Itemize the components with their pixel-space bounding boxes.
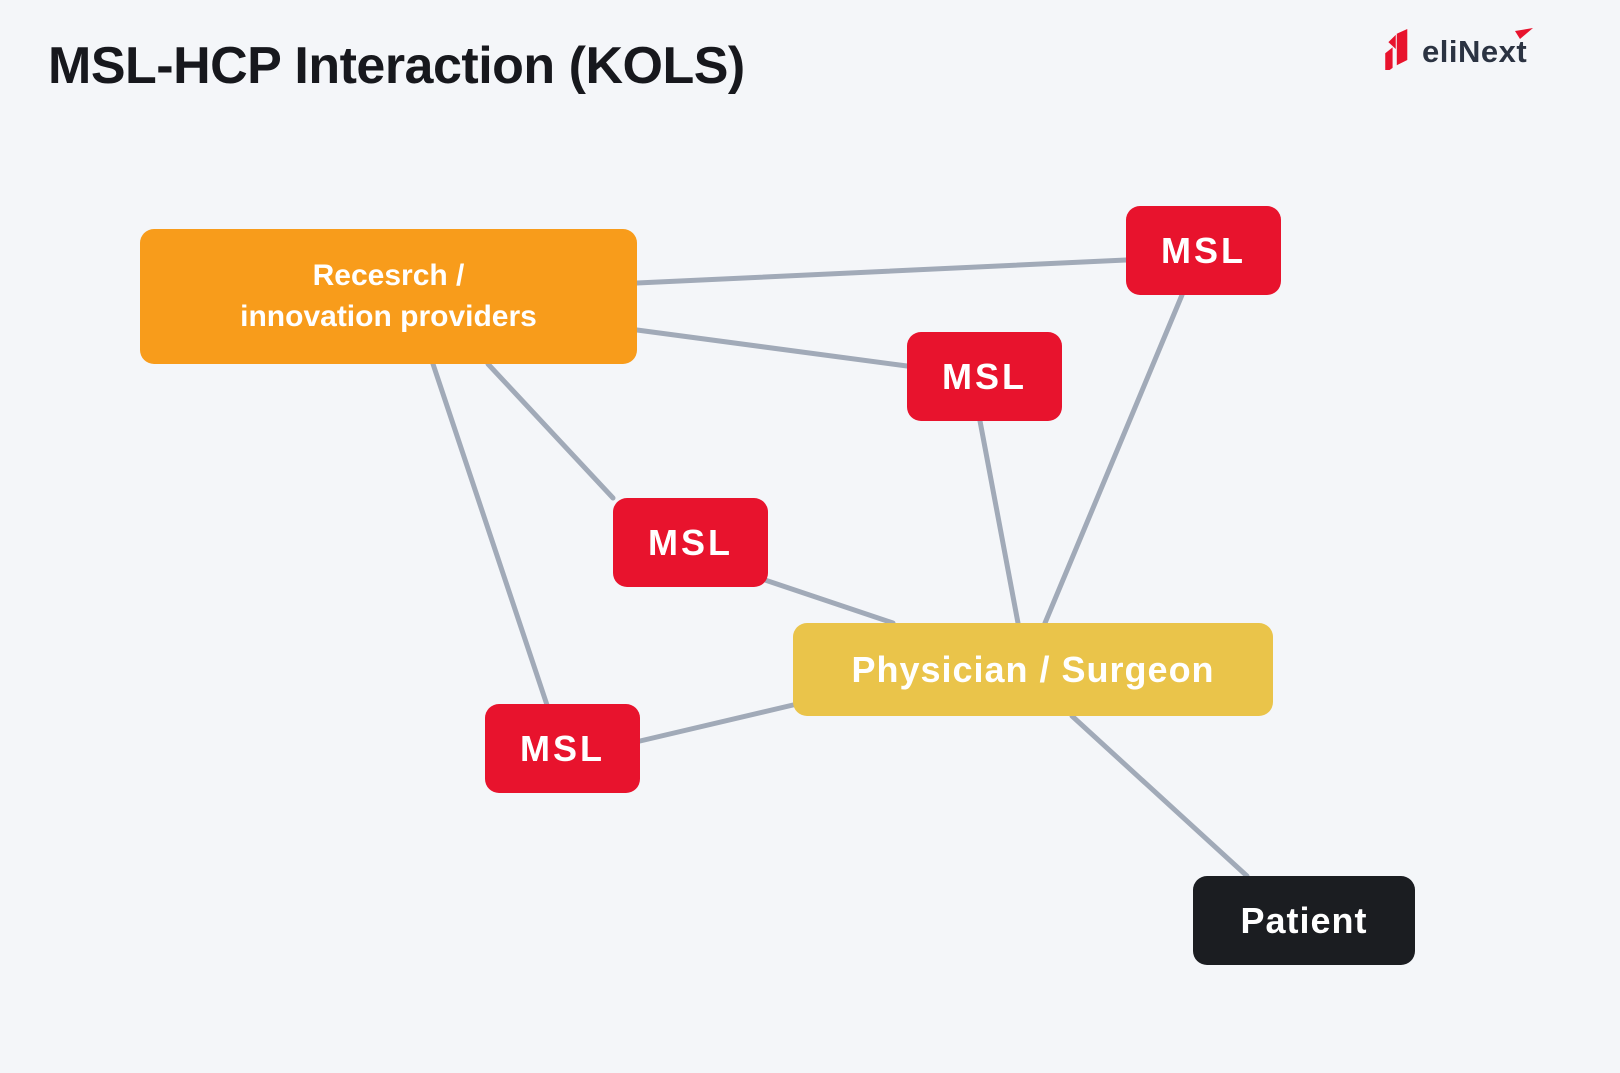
node-research-innovation-providers: Recesrch / innovation providers — [140, 229, 637, 364]
logo-accent-triangle-icon — [1515, 27, 1534, 45]
edge-research-msl-top-right — [634, 257, 1129, 286]
elinext-logo: eliNext — [1384, 27, 1534, 75]
edge-msl-top-right-physician — [1042, 292, 1185, 626]
elinext-wordmark-wrap: eliNext — [1422, 27, 1534, 70]
edge-msl-bottom-left-physician — [637, 702, 796, 744]
edge-physician-patient — [1069, 713, 1250, 879]
page-title: MSL-HCP Interaction (KOLS) — [48, 37, 745, 95]
edge-msl-middle-physician — [977, 418, 1021, 626]
elinext-n-icon — [1384, 28, 1408, 75]
edge-research-msl-bottom-left — [430, 361, 550, 708]
edge-research-msl-center — [485, 361, 616, 501]
elinext-wordmark: eliNext — [1422, 33, 1528, 69]
node-msl-bottom-left: MSL — [485, 704, 640, 793]
node-msl-top-right: MSL — [1126, 206, 1281, 295]
edge-research-msl-middle — [634, 327, 910, 369]
node-msl-center-left: MSL — [613, 498, 768, 587]
node-msl-middle: MSL — [907, 332, 1062, 421]
edge-msl-center-physician — [762, 577, 896, 626]
node-patient: Patient — [1193, 876, 1415, 965]
node-physician-surgeon: Physician / Surgeon — [793, 623, 1273, 716]
